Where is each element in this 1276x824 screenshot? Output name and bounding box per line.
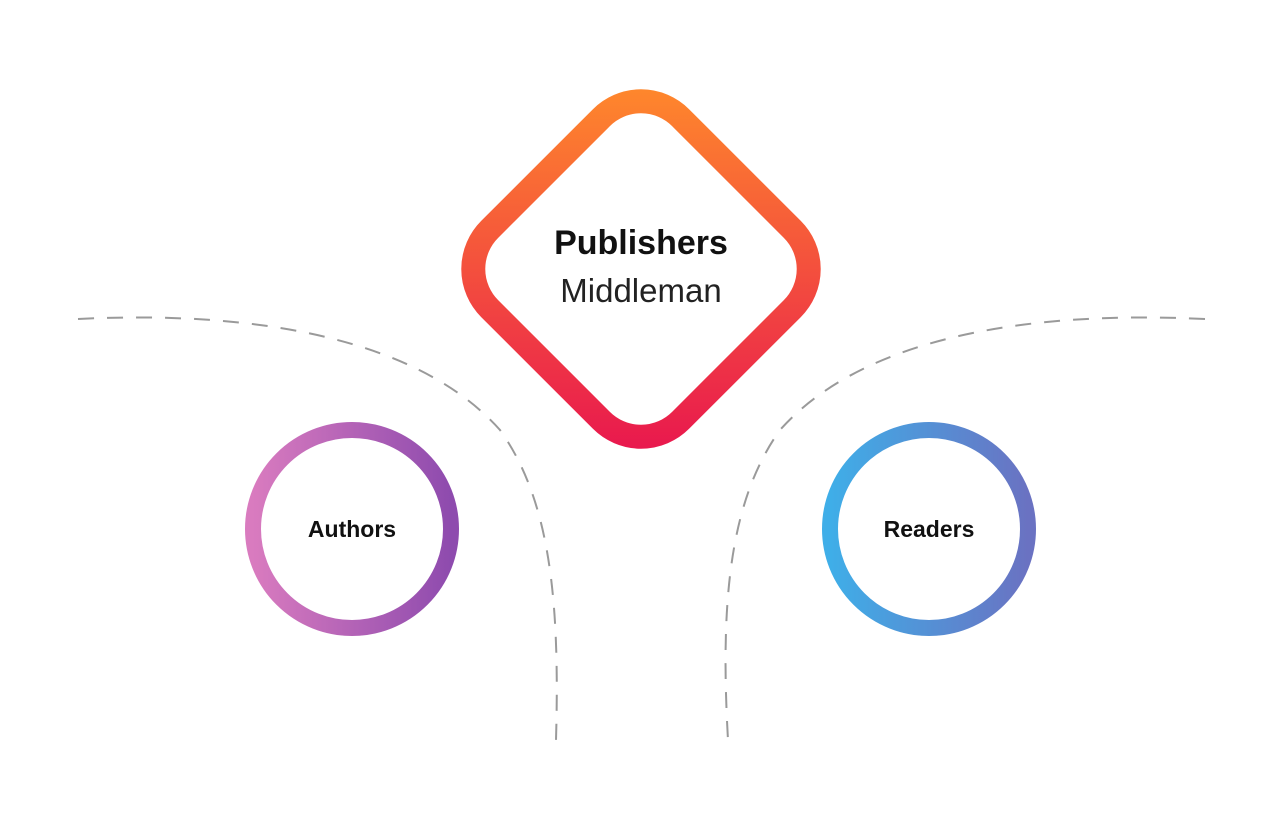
authors-node: Authors <box>245 422 459 636</box>
publishers-diamond-shape <box>461 89 821 449</box>
readers-node: Readers <box>822 422 1036 636</box>
left-dashed-connector <box>77 316 558 741</box>
authors-circle-shape <box>245 422 459 636</box>
authors-label: Authors <box>308 516 396 542</box>
publishers-title: Publishers <box>554 224 728 262</box>
readers-circle-shape <box>822 422 1036 636</box>
publishers-node: Publishers Middleman <box>461 89 821 449</box>
right-dashed-connector <box>724 316 1206 741</box>
publishers-subtitle: Middleman <box>560 272 721 309</box>
readers-label: Readers <box>884 516 975 542</box>
